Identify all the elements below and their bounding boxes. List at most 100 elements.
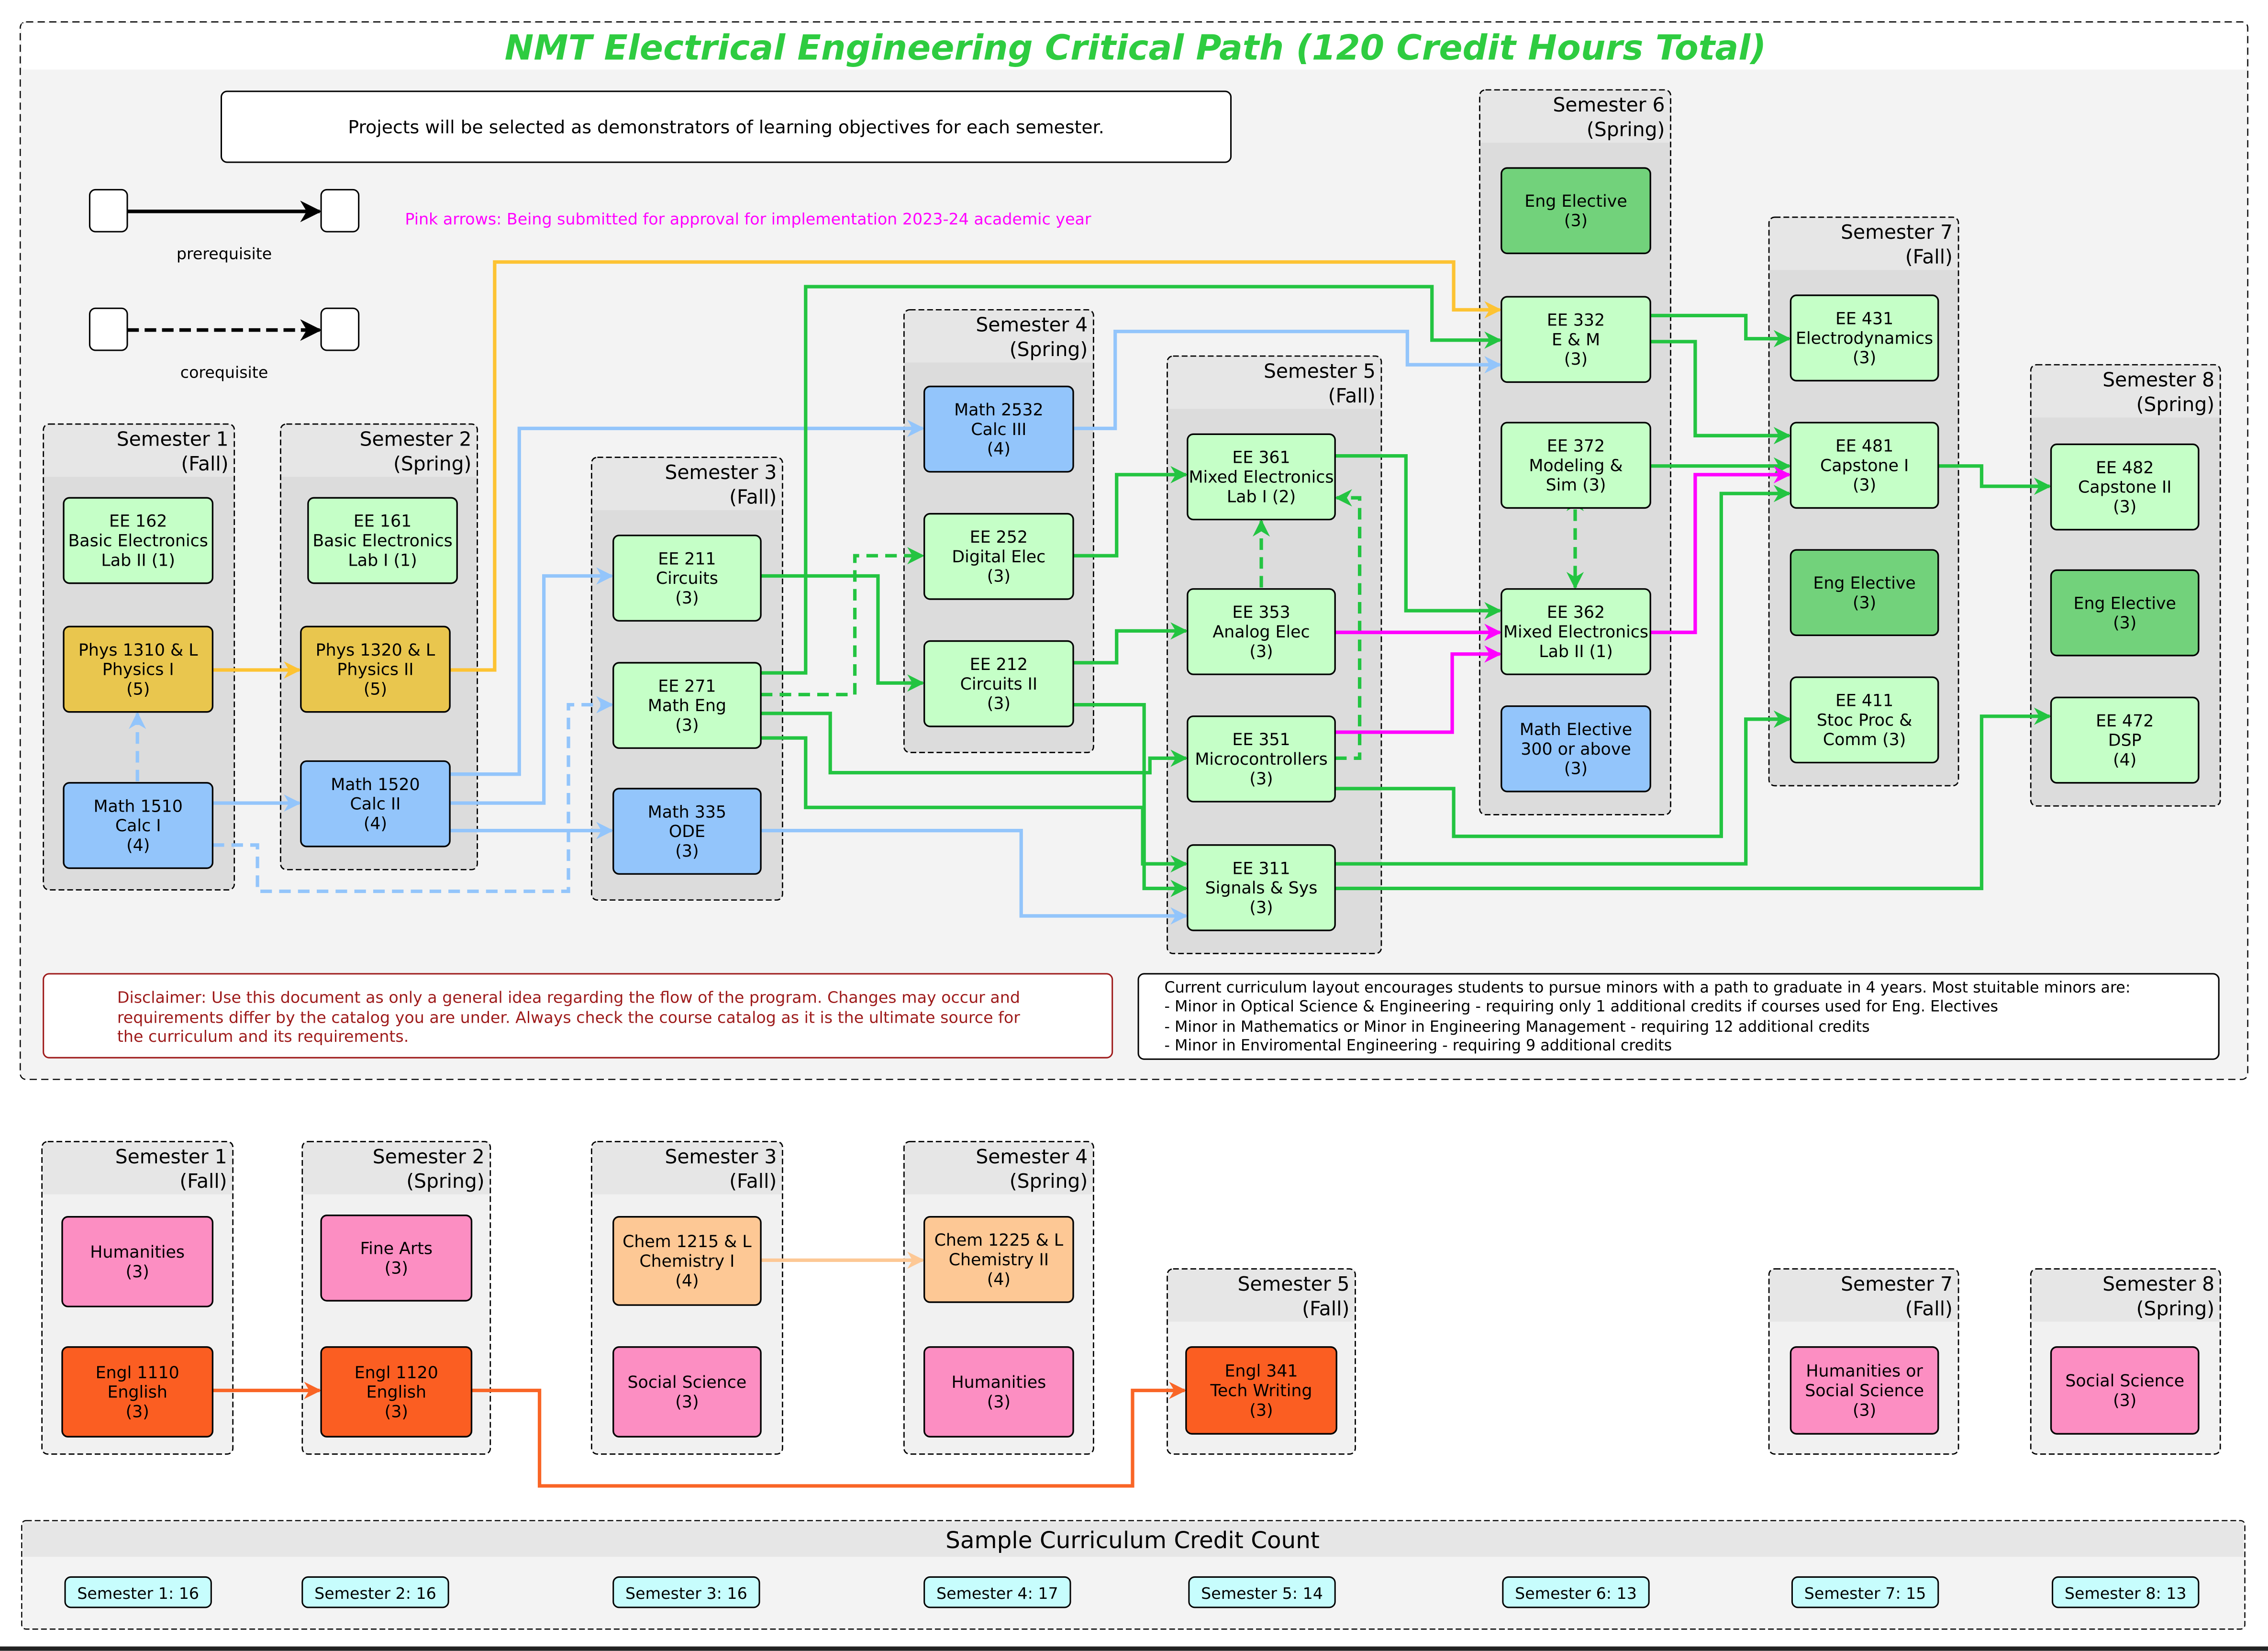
credit-count-label: Semester 1: 16 xyxy=(77,1584,199,1603)
course-label: (5) xyxy=(364,680,387,699)
course-label: Social Science xyxy=(1805,1382,1924,1401)
course-label: EE 482 xyxy=(2096,458,2154,478)
course-engel6[interactable]: Eng Elective(3) xyxy=(1501,167,1651,255)
course-label: Basic Electronics xyxy=(68,532,208,551)
course-label: (3) xyxy=(987,694,1011,714)
course-label: (3) xyxy=(126,1262,149,1282)
course-label: EE 431 xyxy=(1835,310,1893,329)
course-label: (3) xyxy=(1853,348,1876,368)
credit-count-label: Semester 3: 16 xyxy=(625,1584,747,1603)
semester-term: (Spring) xyxy=(1587,118,1665,141)
course-label: (4) xyxy=(987,1270,1011,1289)
semester-term: (Spring) xyxy=(2136,393,2215,416)
credit-count-items: Semester 1: 16 Semester 2: 16 Semester 3: … xyxy=(64,1576,2200,1608)
course-label: (3) xyxy=(1249,1401,1273,1420)
disclaimer-line-3: the curriculum and its requirements. xyxy=(117,1027,409,1046)
course-label: (4) xyxy=(364,814,387,834)
course-label: ODE xyxy=(669,822,705,841)
semester-term: (Fall) xyxy=(1905,1297,1953,1320)
prerequisite-edges xyxy=(129,260,2052,925)
course-label: Engl 1110 xyxy=(96,1363,179,1383)
edge-ee332-to-ee431 xyxy=(1650,313,1791,347)
credit-count-semester-2: Semester 2: 16 xyxy=(301,1576,449,1608)
legend: prerequisite corequisite xyxy=(89,189,360,381)
semester-term: (Spring) xyxy=(2136,1297,2215,1320)
course-hum1[interactable]: Humanities(3) xyxy=(61,1216,214,1307)
course-label: Math Elective xyxy=(1520,720,1632,739)
course-label: Engl 1120 xyxy=(355,1363,438,1383)
semester-term: (Fall) xyxy=(729,485,777,508)
course-label: (3) xyxy=(1853,1401,1876,1420)
course-label: Eng Elective xyxy=(1524,192,1627,211)
course-label: EE 332 xyxy=(1547,311,1605,330)
edge-ee311-to-ee472 xyxy=(1335,707,2052,891)
semester-label: Semester 4 xyxy=(976,1145,1088,1168)
course-label: (4) xyxy=(126,836,150,855)
course-label: Analog Elec xyxy=(1212,623,1310,642)
course-label: Math Eng xyxy=(648,696,726,715)
course-label: (3) xyxy=(2113,498,2136,517)
course-socsci3[interactable]: Social Science(3) xyxy=(612,1346,762,1438)
course-hum4[interactable]: Humanities(3) xyxy=(923,1346,1074,1438)
course-label: Mixed Electronics xyxy=(1503,623,1648,642)
semester-label: Semester 7 xyxy=(1841,221,1953,244)
course-engel8[interactable]: Eng Elective(3) xyxy=(2050,569,2200,657)
course-label: Microcontrollers xyxy=(1195,750,1327,769)
credit-count-label: Semester 6: 13 xyxy=(1515,1584,1637,1603)
course-label: Mixed Electronics xyxy=(1189,468,1334,487)
credit-count-label: Semester 2: 16 xyxy=(314,1584,436,1603)
course-engel7[interactable]: Eng Elective(3) xyxy=(1790,549,1939,636)
course-label: (3) xyxy=(126,1402,149,1421)
credit-count-title: Sample Curriculum Credit Count xyxy=(945,1527,1320,1554)
course-label: Eng Elective xyxy=(1813,574,1915,593)
course-label: (3) xyxy=(385,1259,408,1278)
edge-math1520-to-ee211 xyxy=(450,567,614,805)
course-label: EE 472 xyxy=(2096,712,2154,731)
semester-label: Semester 3 xyxy=(665,461,777,484)
course-socsci8[interactable]: Social Science(3) xyxy=(2050,1346,2200,1435)
course-label: Calc III xyxy=(971,420,1026,439)
edge-engl1120-to-engl341 xyxy=(471,1382,1187,1488)
course-label: (3) xyxy=(675,716,699,735)
semester-label: Semester 3 xyxy=(665,1145,777,1168)
semester-label: Semester 2 xyxy=(360,427,472,450)
course-label: Fine Arts xyxy=(360,1239,433,1259)
course-label: Physics I xyxy=(102,660,174,680)
course-finearts[interactable]: Fine Arts(3) xyxy=(320,1215,473,1302)
credit-count-label: Semester 5: 14 xyxy=(1201,1584,1323,1603)
course-label: EE 271 xyxy=(658,677,716,696)
course-label: Humanities xyxy=(90,1243,185,1262)
